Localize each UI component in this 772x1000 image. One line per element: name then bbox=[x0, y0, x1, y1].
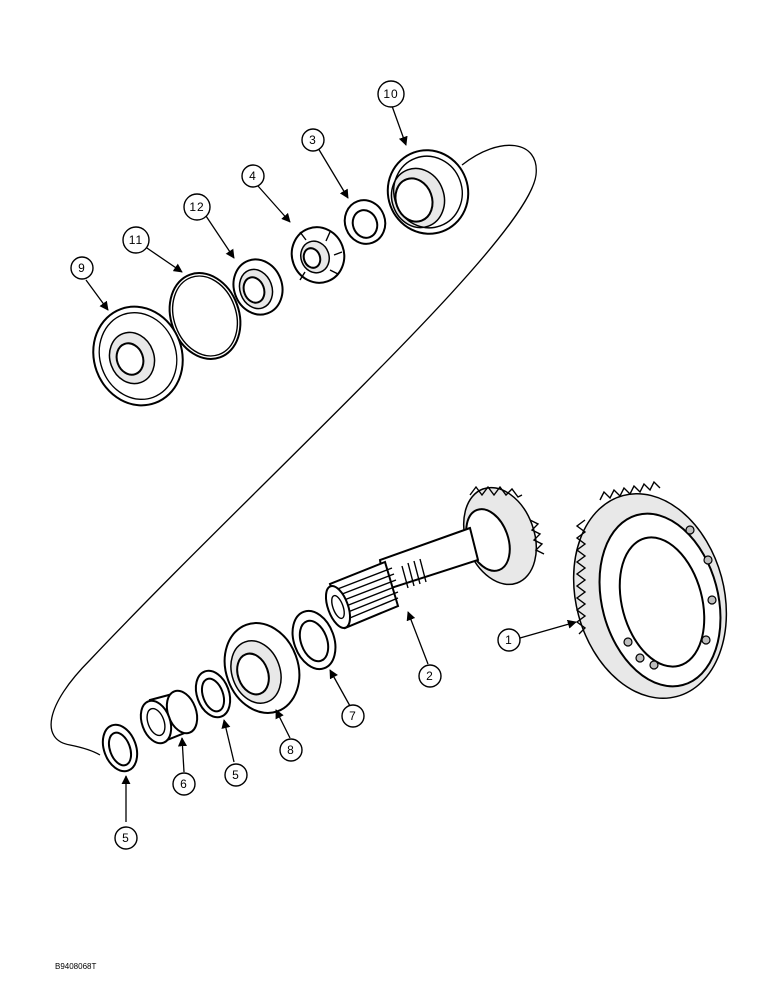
callout-6: 6 bbox=[172, 772, 196, 796]
leader-2 bbox=[406, 611, 429, 665]
callout-1: 1 bbox=[497, 628, 521, 652]
ring-gear-bolt-holes bbox=[623, 525, 717, 670]
part-1-ring-gear bbox=[572, 480, 728, 700]
callout-10-label: 10 bbox=[383, 87, 398, 101]
leader-5b bbox=[221, 719, 235, 763]
callout-12-label: 12 bbox=[189, 200, 204, 214]
callout-5-upper-label: 5 bbox=[232, 768, 240, 782]
leader-6 bbox=[177, 737, 188, 773]
part-3-lock-washer bbox=[343, 199, 387, 245]
callout-8-label: 8 bbox=[287, 743, 295, 757]
part-6-collar bbox=[139, 689, 199, 745]
leader-11 bbox=[143, 245, 183, 273]
callout-7-label: 7 bbox=[349, 709, 357, 723]
leader-12 bbox=[205, 215, 235, 259]
callout-1-label: 1 bbox=[505, 633, 513, 647]
callout-7: 7 bbox=[341, 704, 365, 728]
callout-9: 9 bbox=[70, 256, 94, 280]
part-10-bearing-cup bbox=[386, 149, 470, 235]
leader-10 bbox=[391, 105, 408, 146]
leader-9 bbox=[85, 279, 109, 311]
callout-11-label: 11 bbox=[129, 233, 143, 247]
leader-8 bbox=[275, 709, 291, 739]
callout-10: 10 bbox=[377, 80, 405, 108]
callout-12: 12 bbox=[183, 193, 211, 221]
leader-4 bbox=[257, 185, 291, 223]
callout-9-label: 9 bbox=[78, 261, 86, 275]
callout-11: 11 bbox=[122, 226, 150, 254]
part-2-pinion-shaft bbox=[324, 485, 545, 630]
callout-4-label: 4 bbox=[249, 169, 257, 183]
callout-6-label: 6 bbox=[180, 777, 188, 791]
callout-5-lower-label: 5 bbox=[122, 831, 130, 845]
callout-5-lower: 5 bbox=[114, 826, 138, 850]
callout-4: 4 bbox=[241, 164, 265, 188]
leader-3 bbox=[317, 147, 349, 199]
callout-2: 2 bbox=[418, 664, 442, 688]
part-8-bearing-cone bbox=[223, 622, 301, 714]
part-5-shim-upper bbox=[194, 669, 232, 719]
leader-7 bbox=[329, 669, 351, 707]
figure-code: B9408068T bbox=[55, 962, 97, 971]
part-4-slotted-nut bbox=[290, 226, 346, 284]
callout-3-label: 3 bbox=[309, 133, 317, 147]
part-5-shim-lower bbox=[101, 723, 139, 773]
part-9-bearing-carrier bbox=[92, 305, 184, 407]
callout-5-upper: 5 bbox=[224, 763, 248, 787]
part-12-bearing-cone bbox=[232, 258, 284, 316]
callout-3: 3 bbox=[301, 128, 325, 152]
leader-lines bbox=[85, 105, 577, 822]
part-7-spacer bbox=[291, 609, 337, 671]
callout-8: 8 bbox=[279, 738, 303, 762]
assembly-group-line bbox=[50, 144, 537, 756]
leader-1 bbox=[519, 619, 577, 639]
callout-2-label: 2 bbox=[426, 669, 434, 683]
